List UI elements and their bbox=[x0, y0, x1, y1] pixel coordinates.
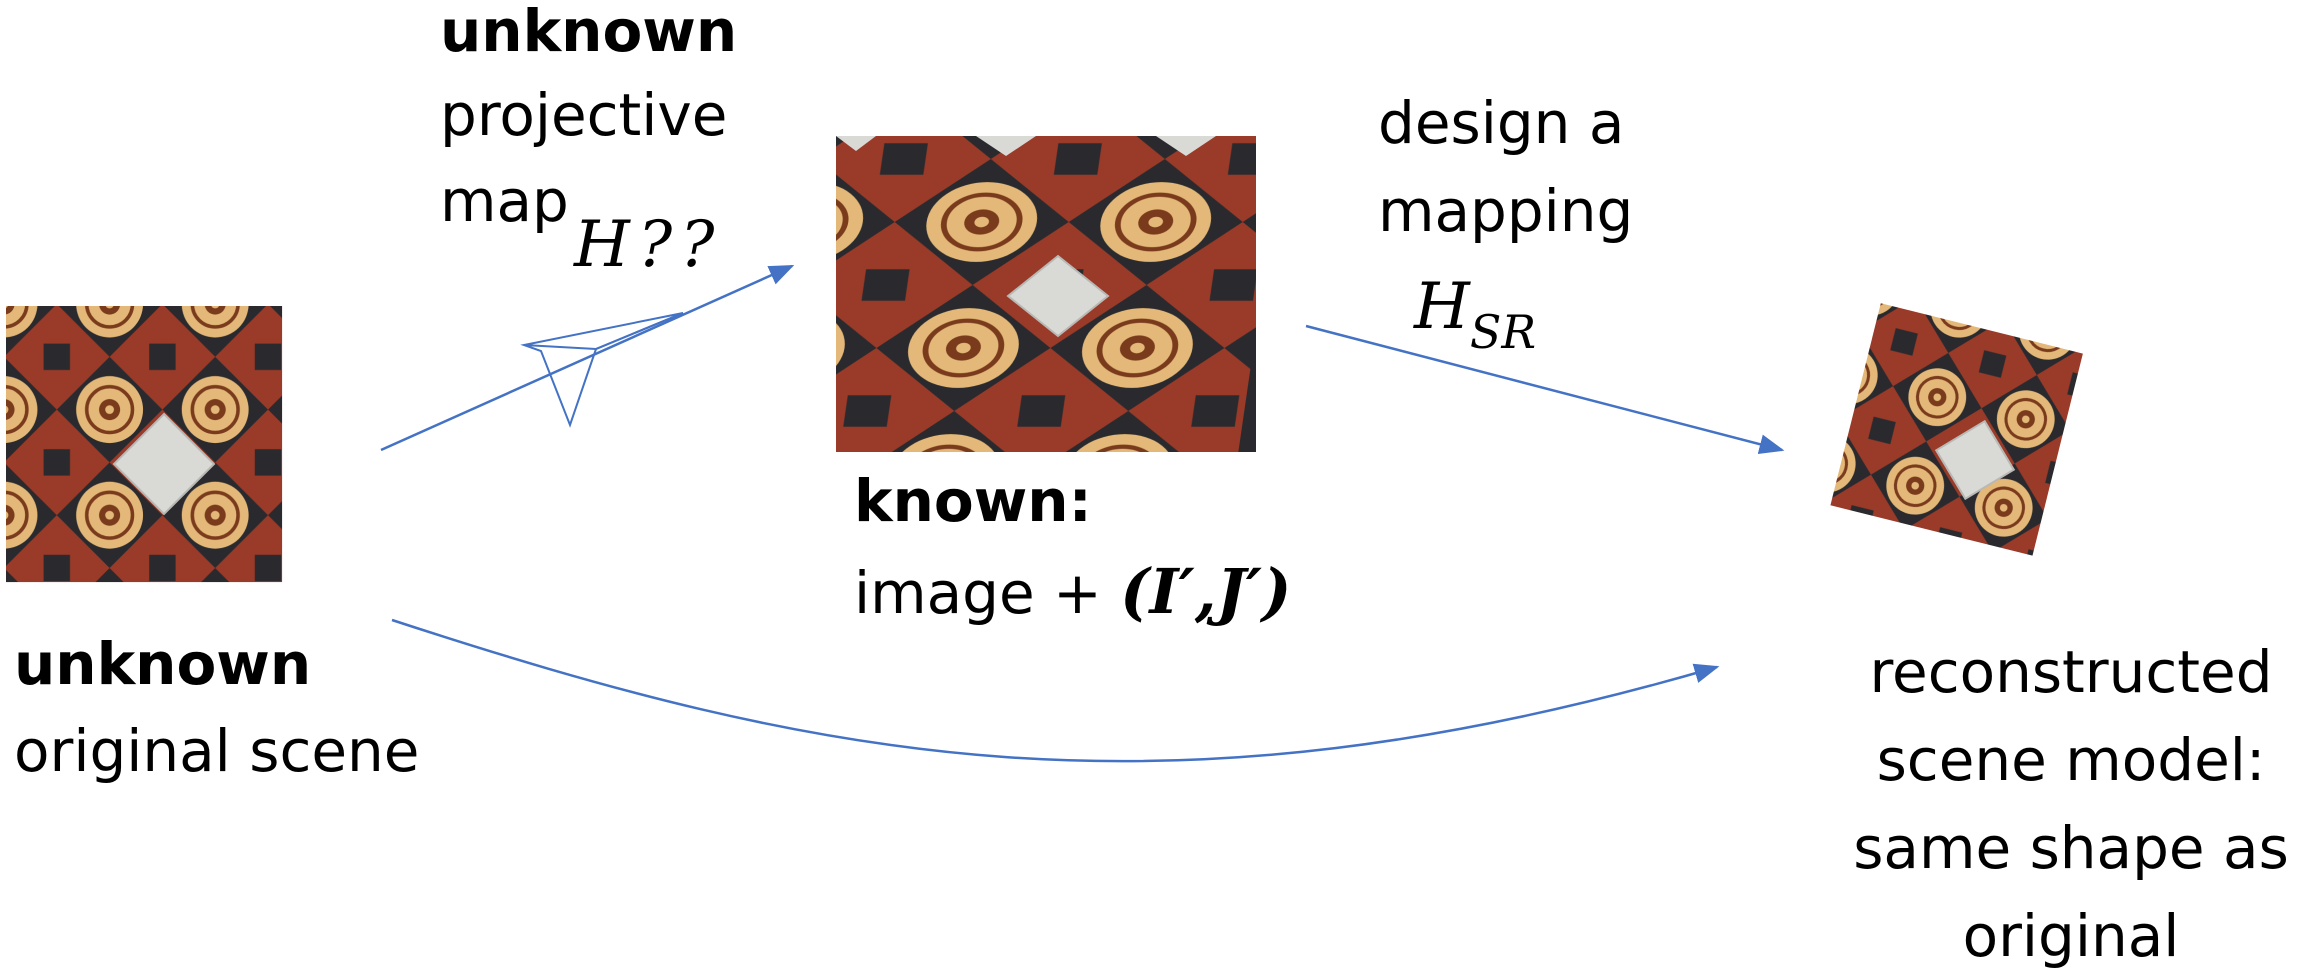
right-label-line2: mapping bbox=[1378, 177, 1634, 245]
middle-caption-bold: known: bbox=[854, 467, 1092, 535]
original-scene-image bbox=[6, 306, 322, 622]
middle-caption-line: image + (I′,J′) bbox=[854, 555, 1292, 628]
right-caption-line4: original bbox=[1962, 902, 2180, 970]
middle-caption-prefix: image + bbox=[854, 559, 1121, 627]
designed-mapping-arrow bbox=[1305, 324, 1785, 455]
left-caption-text: original scene bbox=[14, 717, 420, 785]
right-caption-line1: reconstructed bbox=[1869, 638, 2273, 706]
top-label-bold: unknown bbox=[440, 0, 738, 65]
right-caption: reconstructed scene model: same shape as… bbox=[1840, 628, 2302, 980]
reconstructed-image bbox=[1820, 303, 2130, 615]
unknown-projective-arrow bbox=[380, 264, 795, 452]
reconstruction-arrow bbox=[391, 618, 1720, 763]
top-label-line2: map bbox=[440, 167, 569, 235]
right-caption-line3: same shape as bbox=[1853, 814, 2289, 882]
top-label-math: H?? bbox=[574, 208, 723, 282]
left-caption-bold: unknown bbox=[14, 630, 312, 698]
right-label-math-sub: SR bbox=[1469, 305, 1536, 359]
top-label-line1: projective bbox=[440, 81, 728, 149]
outline-arrow-icon bbox=[520, 312, 684, 428]
right-label-math: HSR bbox=[1414, 270, 1536, 358]
right-caption-line2: scene model: bbox=[1876, 726, 2266, 794]
right-label-line1: design a bbox=[1378, 89, 1625, 157]
right-label-math-main: H bbox=[1414, 270, 1470, 344]
projected-image bbox=[836, 136, 1256, 452]
middle-caption-math: (I′,J′) bbox=[1120, 555, 1292, 628]
